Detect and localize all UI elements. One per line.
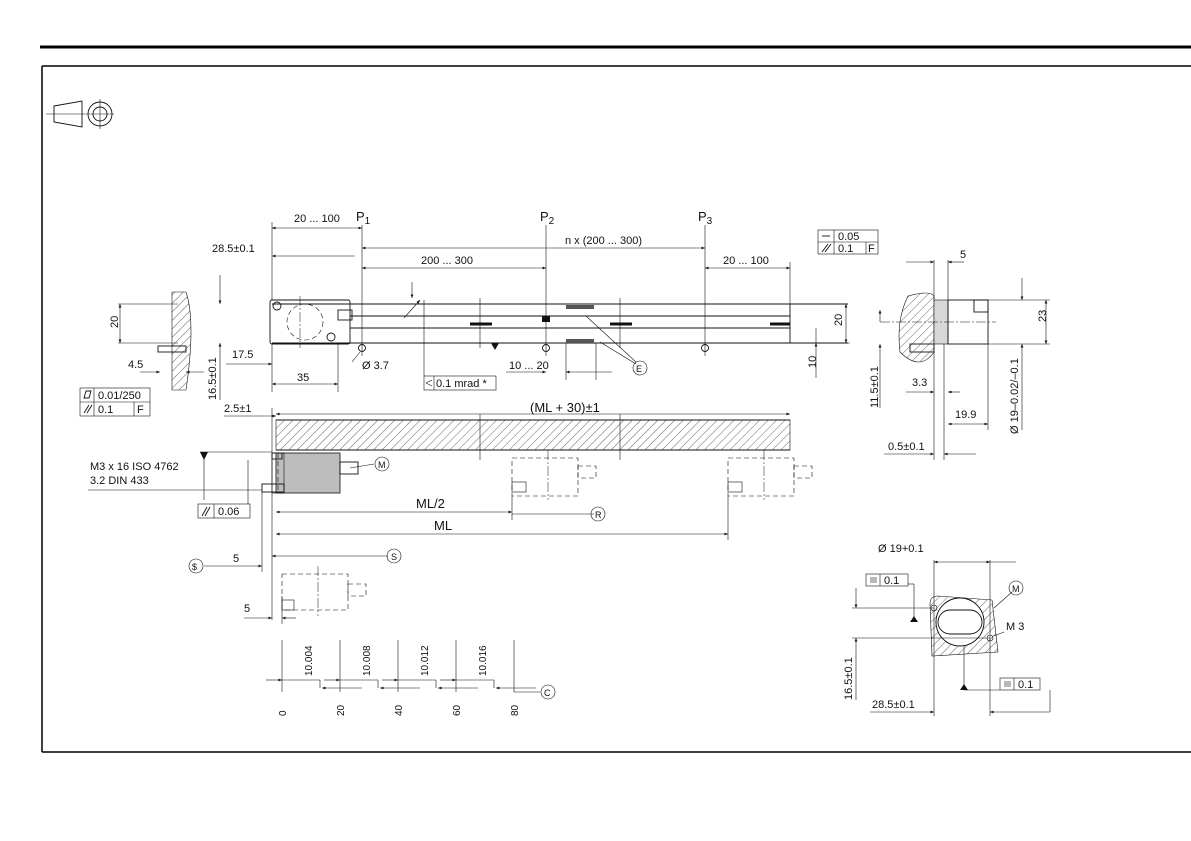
- dim-10: 10: [807, 356, 819, 368]
- chart-value-label: 10.012: [420, 645, 431, 676]
- dim-5a: 5: [233, 553, 239, 565]
- dim-17-5: 17.5: [232, 349, 253, 361]
- marker-m2: M: [1012, 584, 1020, 594]
- sym-frame-1: [865, 573, 909, 587]
- mrad-frame: [423, 375, 497, 391]
- det-dim-16-5: 16.5±0.1: [843, 657, 855, 700]
- side-dim-3-3: 3.3: [912, 377, 927, 389]
- marker-s: S: [391, 552, 397, 562]
- screw-spec-1: M3 x 16 ISO 4762: [90, 461, 179, 473]
- tol-mrad: 0.1 mrad *: [436, 378, 487, 390]
- chart-axis-label: 60: [452, 704, 463, 716]
- right-section-view: [878, 260, 1050, 460]
- marker-c: C: [544, 688, 551, 698]
- dim-16-5: 16.5±0.1: [207, 357, 219, 400]
- marker-m2-icon: [1008, 580, 1024, 596]
- scale-top-view: [269, 225, 848, 356]
- tol-flat: 0.05: [838, 231, 859, 243]
- dim-2-5: 2.5±1: [224, 403, 251, 415]
- tol-sym2: 0.1: [1018, 679, 1033, 691]
- dim-dia-3-7: Ø 3.7: [362, 360, 389, 372]
- side-dim-23: 23: [1037, 310, 1049, 322]
- sym-frame-2: [999, 677, 1041, 691]
- side-dim-0-5: 0.5±0.1: [888, 441, 925, 453]
- dim-35: 35: [297, 372, 309, 384]
- dim-5b: 5: [244, 603, 250, 615]
- mount-detail-view: [852, 560, 1051, 716]
- marker-r-icon: [590, 506, 606, 522]
- scale-side-view: [88, 408, 813, 620]
- dim-10-20: 10 ... 20: [509, 360, 549, 372]
- point-p2: P2: [540, 209, 555, 227]
- chart-axis-label: 20: [336, 704, 347, 716]
- top-dimensions: [118, 222, 850, 400]
- marker-dollar-icon: [188, 558, 204, 574]
- reading-head-dashed: [244, 566, 367, 624]
- marker-c-icon: [540, 684, 556, 700]
- tol-par3: 0.06: [218, 506, 239, 518]
- tol-par2: 0.1: [98, 404, 113, 416]
- marker-e: E: [636, 364, 642, 374]
- screw-spec-2: 3.2 DIN 433: [90, 475, 149, 487]
- chart-axis-label: 80: [510, 704, 521, 716]
- dim-ml: ML: [434, 518, 452, 533]
- tolerance-frame-left: [79, 387, 151, 417]
- dim-ml-half: ML/2: [416, 496, 445, 511]
- chart-axis-label: 40: [394, 704, 405, 716]
- det-dim-dia-19: Ø 19+0.1: [878, 543, 924, 555]
- side-dim-5: 5: [960, 249, 966, 261]
- chart-axis-label: 0: [278, 710, 289, 716]
- left-mount-section: [171, 291, 192, 391]
- tolerance-frame-006: [197, 503, 251, 519]
- tol-par: 0.1: [838, 243, 853, 255]
- dim-20-100-left: 20 ... 100: [294, 213, 340, 225]
- point-p3: P3: [698, 209, 713, 227]
- marker-m: M: [378, 460, 386, 470]
- tol-par2-ref: F: [137, 404, 144, 416]
- side-dim-11-5: 11.5±0.1: [869, 366, 881, 408]
- dim-20-100-right: 20 ... 100: [723, 255, 769, 267]
- chart-value-label: 10.004: [304, 645, 315, 676]
- tol-par-ref: F: [868, 243, 875, 255]
- point-p1: P1: [356, 209, 371, 227]
- projection-symbol-icon: [46, 99, 114, 129]
- marker-s-icon: [386, 548, 402, 564]
- chart-value-label: 10.016: [478, 645, 489, 676]
- dim-4-5: 4.5: [128, 359, 143, 371]
- marker-m-icon: [374, 456, 390, 472]
- side-dim-dia-19: Ø 19–0.02/–0.1: [1009, 358, 1021, 434]
- tol-sym1: 0.1: [884, 575, 899, 587]
- accuracy-chart: 0 20 40 60 80 10.004 10.008 10.012 10.016: [266, 640, 536, 716]
- marker-dollar: $: [192, 562, 197, 572]
- dim-28-5: 28.5±0.1: [212, 243, 255, 255]
- dim-n-x: n x (200 ... 300): [565, 235, 642, 247]
- marker-r: R: [595, 510, 602, 520]
- tol-flat2: 0.01/250: [98, 390, 141, 402]
- dim-20-right: 20: [833, 314, 845, 326]
- dim-ml-30: (ML + 30)±1: [530, 400, 600, 415]
- chart-value-label: 10.008: [362, 645, 373, 676]
- det-dim-28-5: 28.5±0.1: [872, 699, 915, 711]
- side-dim-19-9: 19.9: [955, 409, 976, 421]
- det-dim-m3: M 3: [1006, 621, 1024, 633]
- dim-200-300: 200 ... 300: [421, 255, 473, 267]
- marker-e-icon: [632, 360, 648, 376]
- tolerance-frame-top: [817, 229, 879, 255]
- dim-20-left: 20: [109, 316, 121, 328]
